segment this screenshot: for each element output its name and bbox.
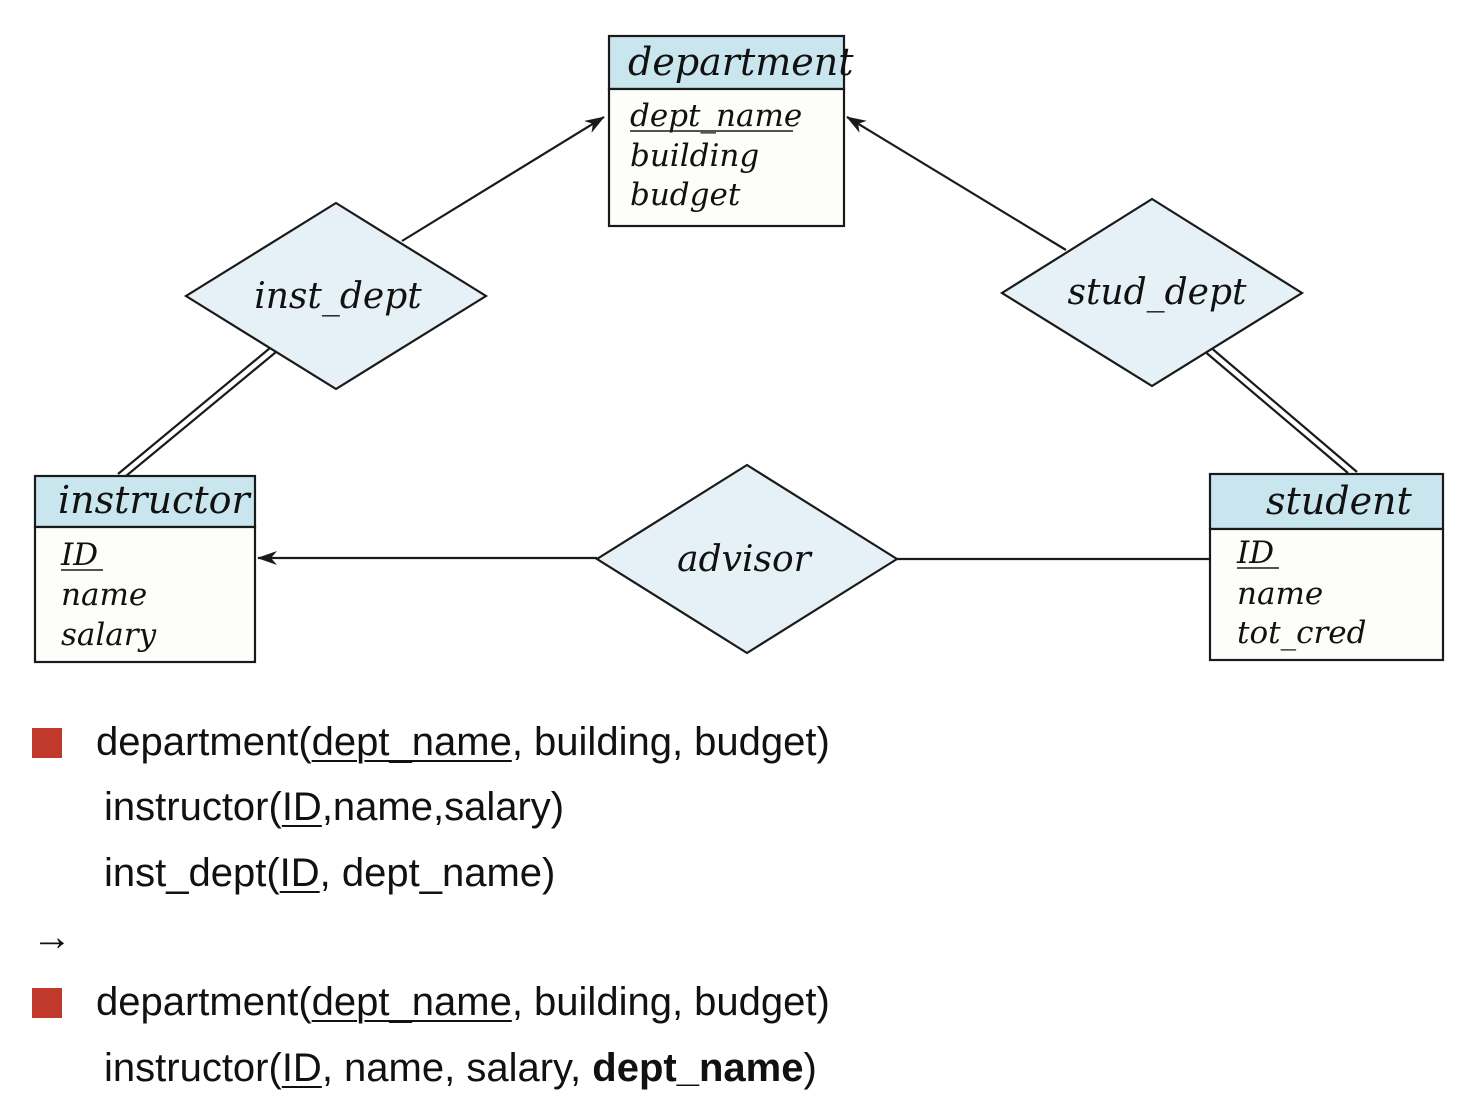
foreign-key: dept_name bbox=[592, 1046, 804, 1090]
entity-instructor: instructor ID name salary bbox=[33, 474, 257, 664]
entity-student: student ID name tot_cred bbox=[1208, 472, 1445, 662]
schema-line-inst-dept: inst_dept(ID, dept_name) bbox=[104, 851, 556, 895]
attribute: tot_cred bbox=[1237, 615, 1366, 651]
primary-key: dept_name bbox=[311, 980, 512, 1024]
primary-key: dept_name bbox=[311, 720, 512, 764]
attribute: name bbox=[61, 577, 147, 613]
attribute-primary-key: ID bbox=[60, 537, 98, 573]
primary-key: ID bbox=[281, 785, 322, 829]
relationship-label: inst_dept bbox=[254, 276, 422, 317]
student-total-participation-line bbox=[1202, 345, 1358, 474]
attribute: budget bbox=[630, 177, 741, 213]
inst-dept-to-department-arrow bbox=[401, 116, 605, 242]
entity-title: department bbox=[628, 40, 854, 84]
instructor-total-participation-line bbox=[117, 347, 277, 477]
attribute: salary bbox=[61, 617, 157, 653]
entity-department: department dept_name building budget bbox=[607, 34, 854, 228]
entity-title: instructor bbox=[58, 478, 252, 522]
bullet-square-icon bbox=[32, 988, 62, 1018]
bullet-square-icon bbox=[32, 728, 62, 758]
er-diagram: department dept_name building budget ins… bbox=[33, 34, 1445, 664]
relational-schema: department(dept_name, building, budget) … bbox=[0, 712, 1464, 1112]
attribute-primary-key: ID bbox=[1236, 535, 1274, 571]
schema-line-department-merged: department(dept_name, building, budget) bbox=[96, 980, 830, 1024]
right-arrow-icon: → bbox=[32, 915, 72, 959]
relationship-advisor: advisor bbox=[594, 463, 900, 655]
relationship-stud-dept: stud_dept bbox=[999, 197, 1305, 388]
schema-line-department: department(dept_name, building, budget) bbox=[96, 720, 830, 764]
relationship-label: stud_dept bbox=[1067, 272, 1247, 313]
relationship-inst-dept: inst_dept bbox=[183, 201, 489, 391]
schema-line-instructor: instructor(ID,name,salary) bbox=[104, 785, 565, 829]
primary-key: ID bbox=[279, 851, 320, 895]
attribute: name bbox=[1237, 576, 1323, 612]
stud-dept-to-department-arrow bbox=[846, 116, 1067, 251]
relationship-label: advisor bbox=[677, 539, 813, 580]
schema-line-instructor-merged: instructor(ID, name, salary, dept_name) bbox=[104, 1046, 817, 1090]
attribute-primary-key: dept_name bbox=[630, 98, 802, 134]
entity-title: student bbox=[1266, 479, 1413, 523]
primary-key: ID bbox=[281, 1046, 322, 1090]
attribute: building bbox=[630, 138, 759, 174]
